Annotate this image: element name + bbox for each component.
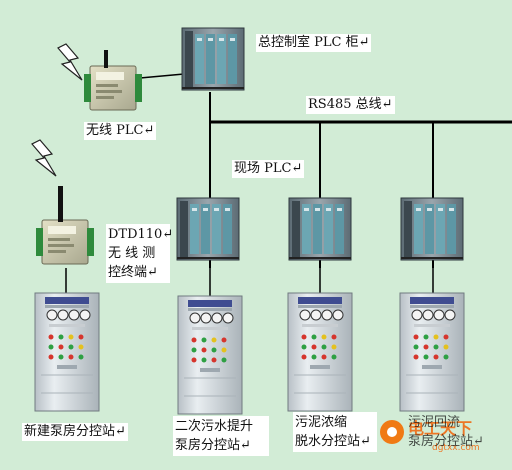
field-plc-icon-4 [400, 197, 464, 261]
cabinet-icon-4 [399, 292, 465, 412]
master-cabinet-label: 总控制室 PLC 柜↵ [256, 34, 372, 52]
dtd110-label-line1: DTD110↵ [108, 227, 174, 242]
dtd110-label-line2: 无 线 测 [108, 246, 156, 261]
cabinet-icon-3 [287, 292, 353, 412]
wireless-plc-label: 无线 PLC↵ [84, 122, 157, 140]
antenna-icon [58, 50, 108, 222]
lightning-signal-icon [31, 43, 83, 177]
cabinet-icon-1 [34, 292, 100, 412]
watermark-logo: 电工天下 dgtxx.com [380, 419, 480, 453]
station-label-2: 二次污水提升 泵房分控站↵ [173, 416, 269, 456]
station-label-3: 污泥浓缩 脱水分控站↵ [293, 412, 377, 452]
cabinet-icon-2 [177, 295, 243, 415]
wireless-plc-module-icon [83, 65, 143, 111]
rs485-bus-label: RS485 总线↵ [306, 96, 395, 114]
master-plc-icon [181, 27, 245, 91]
network-lines [65, 73, 512, 300]
dtd110-label-line3: 控终端↵ [108, 265, 158, 280]
watermark-text: 电工天下 [408, 419, 472, 438]
station-label-1: 新建泵房分控站↵ [22, 423, 128, 441]
field-plc-label: 现场 PLC↵ [232, 160, 305, 178]
field-plc-icon-3 [288, 197, 352, 261]
dtd110-module-icon [35, 219, 95, 265]
wireless-link-line [139, 73, 185, 79]
dtd110-label: DTD110↵ 无 线 测 控终端↵ [106, 224, 174, 283]
station-label-4: 污泥回流 泵房分控站↵ [408, 415, 484, 449]
field-plc-icon-2 [176, 197, 240, 261]
watermark-subtext: dgtxx.com [432, 443, 480, 453]
